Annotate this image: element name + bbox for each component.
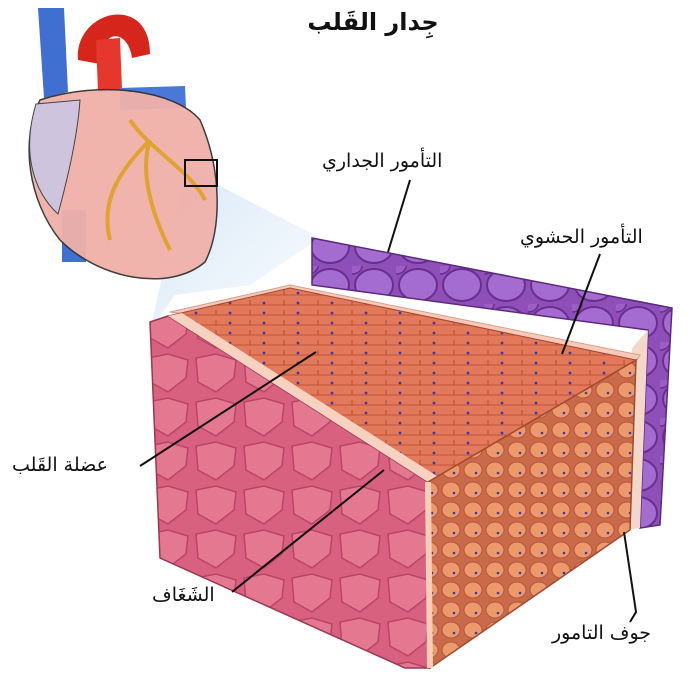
label-pericardial-cavity: جوف التامور — [552, 622, 651, 644]
leader-cavity — [624, 532, 636, 622]
diagram-title: جِدار القَلب — [300, 8, 446, 36]
label-myocardium: عضلة القَلب — [12, 454, 108, 476]
label-parietal-pericardium: التأمور الجداري — [322, 150, 442, 172]
label-endocardium: الشَغَاف — [152, 584, 215, 606]
heart-wall-block — [150, 238, 672, 668]
vena-cava — [38, 8, 68, 98]
visceral-edge — [428, 482, 430, 668]
leader-parietal — [388, 180, 410, 252]
label-visceral-pericardium: التأمور الحشوي — [520, 226, 643, 248]
pulmonary-artery — [96, 38, 122, 92]
heart-illustration — [29, 8, 217, 279]
